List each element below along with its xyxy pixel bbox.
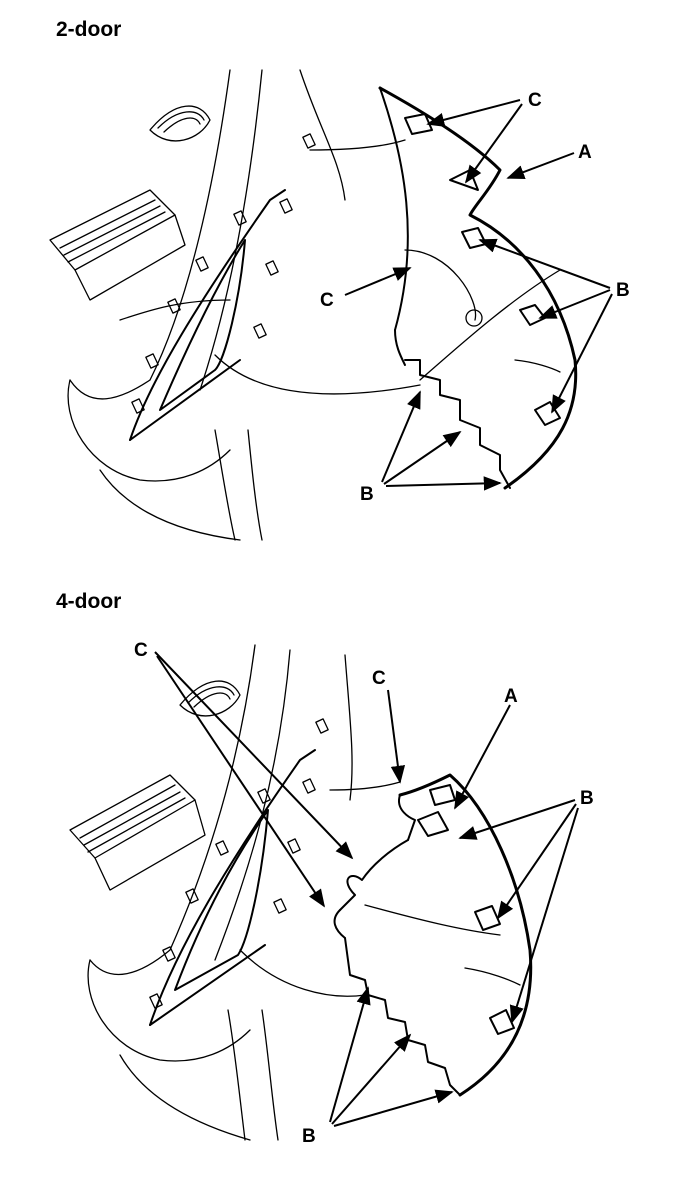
callout-c-left: C <box>320 290 334 311</box>
callout-c-left: C <box>134 640 148 661</box>
dashboard-vent <box>49 189 186 301</box>
figure-heading-4-door: 4-door <box>56 590 122 613</box>
trim-panel-a <box>378 86 578 490</box>
trim-panel-a <box>333 773 533 1097</box>
figure-2-door: C A B C B <box>49 69 630 541</box>
figure-4-door: C C A B B <box>69 640 594 1147</box>
pillar-mount-frame <box>129 133 421 441</box>
callout-c-mid: C <box>372 668 386 689</box>
callout-leaders-4-door <box>154 651 579 1127</box>
callout-a: A <box>578 142 592 163</box>
callout-b-bottom: B <box>360 484 374 505</box>
callout-c-top: C <box>528 90 542 111</box>
callout-b-right: B <box>616 280 630 301</box>
dashboard-vent <box>69 774 206 891</box>
speaker-grille <box>179 680 241 717</box>
car-interior-body <box>67 69 346 541</box>
speaker-grille <box>149 105 211 142</box>
figure-heading-2-door: 2-door <box>56 18 122 41</box>
callout-a: A <box>504 686 518 707</box>
callout-b-right: B <box>580 788 594 809</box>
callout-b-bottom: B <box>302 1126 316 1147</box>
callout-leaders-2-door <box>344 99 613 491</box>
